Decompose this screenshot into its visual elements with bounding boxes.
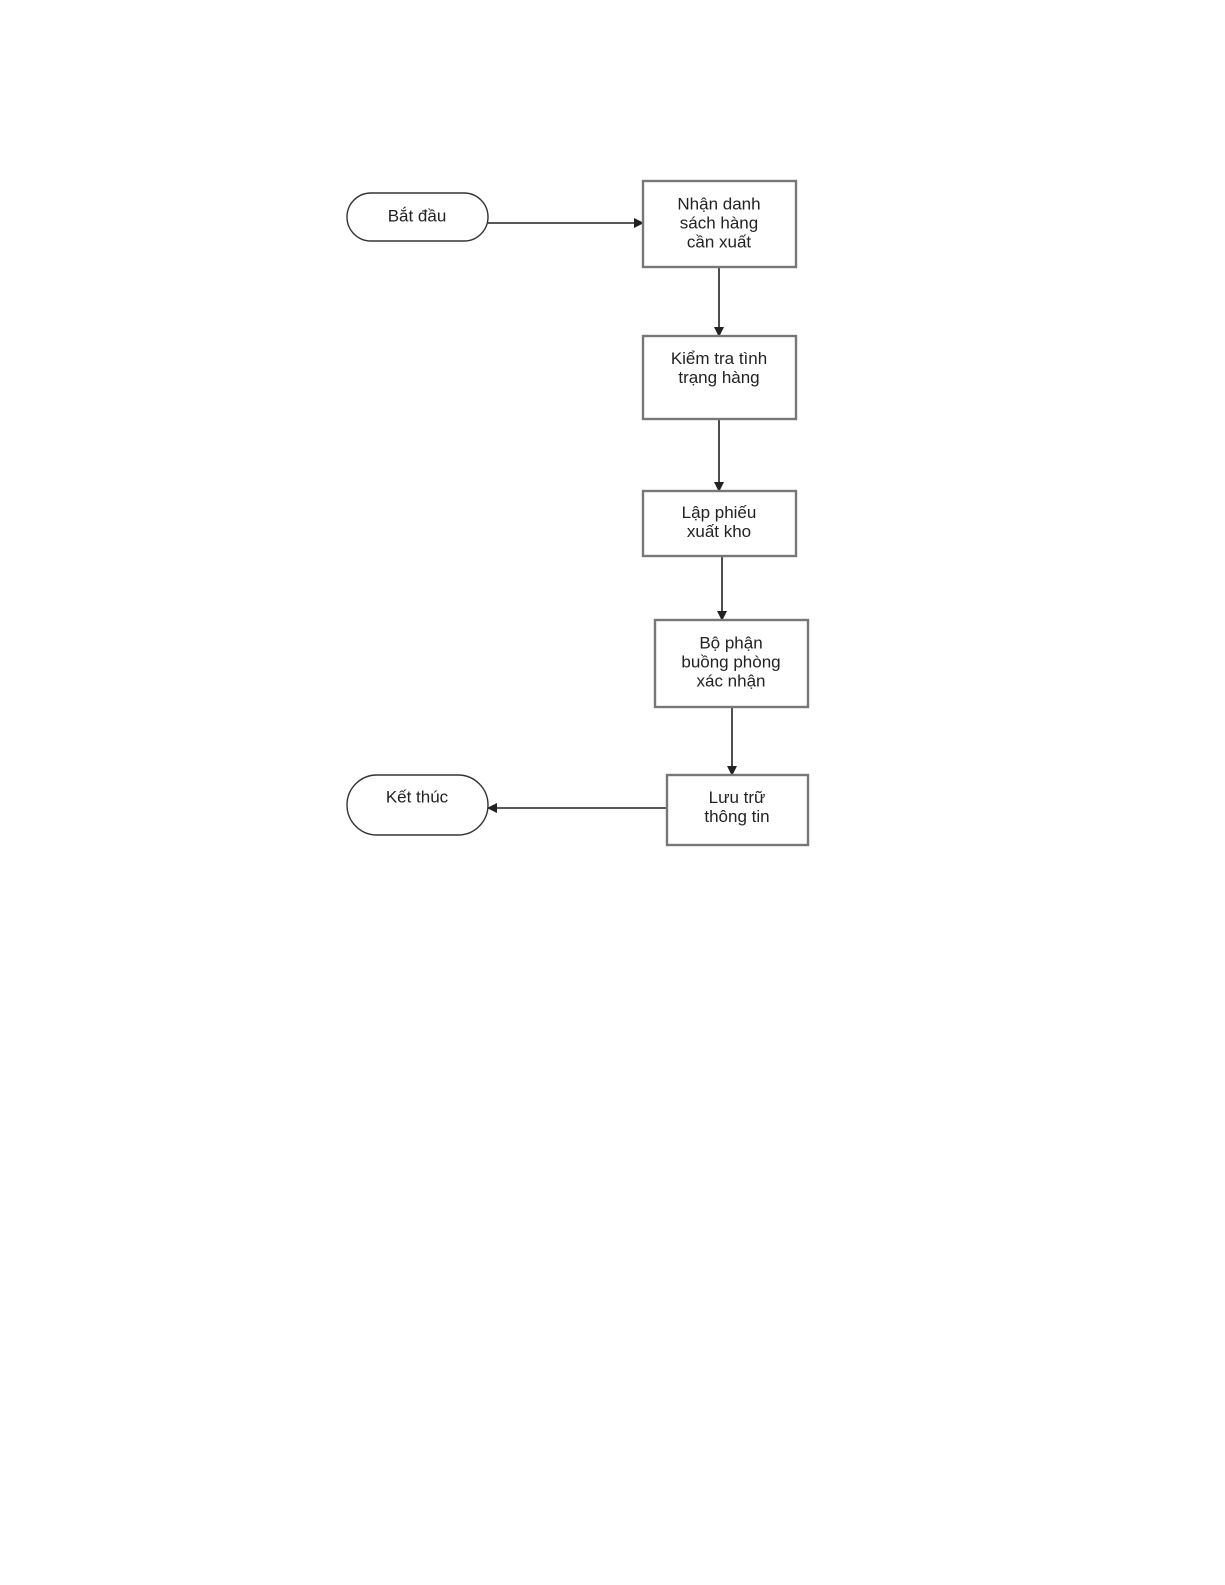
check-status-label-line: trạng hàng [678,368,759,387]
check-status-label-line: Kiểm tra tình [671,349,767,368]
store-info-label-line: thông tin [704,807,769,826]
receive-list-label-line: cần xuất [687,232,752,251]
terminal-start: Bắt đầu [347,193,488,241]
terminal-end: Kết thúc [347,775,488,835]
start-label-line: Bắt đầu [388,206,447,225]
create-slip-label-line: Lập phiếu [682,503,757,522]
housekeeping-confirm-label-line: xác nhận [697,671,766,690]
housekeeping-confirm-label-line: buồng phòng [681,652,780,671]
housekeeping-confirm-label-line: Bộ phận [699,633,762,652]
create-slip-label-line: xuất kho [687,522,751,541]
receive-list-label-line: Nhận danh [677,194,760,213]
receive-list-label-line: sách hàng [680,213,758,232]
end-label-line: Kết thúc [386,787,449,806]
store-info-label-line: Lưu trữ [709,788,766,807]
